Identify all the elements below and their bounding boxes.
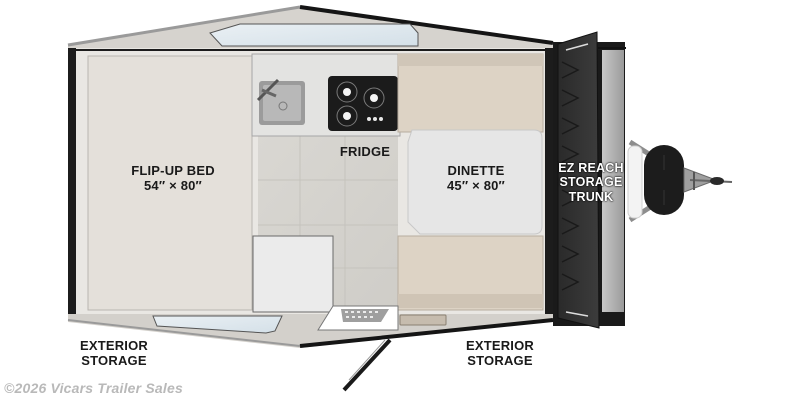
copyright-watermark: ©2026 Vicars Trailer Sales [4,380,183,396]
dinette-table [407,129,543,235]
entry-step-icon [317,305,447,331]
fridge-title: FRIDGE [339,144,391,159]
tongue-assembly [627,139,733,223]
dinette-size: 45″ × 80″ [447,177,505,193]
exterior-storage-left-line2: STORAGE [81,352,147,368]
sink-icon [256,78,305,125]
flip-up-bed [87,55,253,311]
trunk-label-line1: EZ REACH [558,161,624,175]
exterior-storage-left-line1: EXTERIOR [79,338,149,353]
bottom-wall [67,305,554,392]
spare-tire-icon [644,145,684,215]
trunk-label: EZ REACH STORAGE TRUNK [552,161,630,204]
flip-up-bed-size: 54″ × 80″ [144,177,202,193]
exterior-storage-right-line1: EXTERIOR [465,338,535,353]
window-icon [152,315,283,334]
flip-up-bed-label: FLIP-UP BED 54″ × 80″ [118,163,228,194]
exterior-storage-right-label: EXTERIOR STORAGE [456,338,544,369]
stovetop-icon [328,76,398,131]
top-wall [67,5,554,52]
flip-up-bed-title: FLIP-UP BED [131,163,215,178]
kitchen-counter [251,53,401,137]
door-icon [342,338,392,392]
cabinet [252,235,334,313]
window-icon [209,23,419,47]
dinette-seating [397,53,544,311]
exterior-storage-left-label: EXTERIOR STORAGE [70,338,158,369]
hitch-icon [689,172,733,190]
ez-reach-storage-trunk [553,31,626,329]
exterior-storage-right-line2: STORAGE [467,352,533,368]
trunk-label-line3: TRUNK [568,189,614,204]
dinette-label: DINETTE 45″ × 80″ [428,163,524,194]
trunk-label-line2: STORAGE [559,175,623,190]
dinette-title: DINETTE [447,163,505,178]
fridge-label: FRIDGE [330,144,400,160]
